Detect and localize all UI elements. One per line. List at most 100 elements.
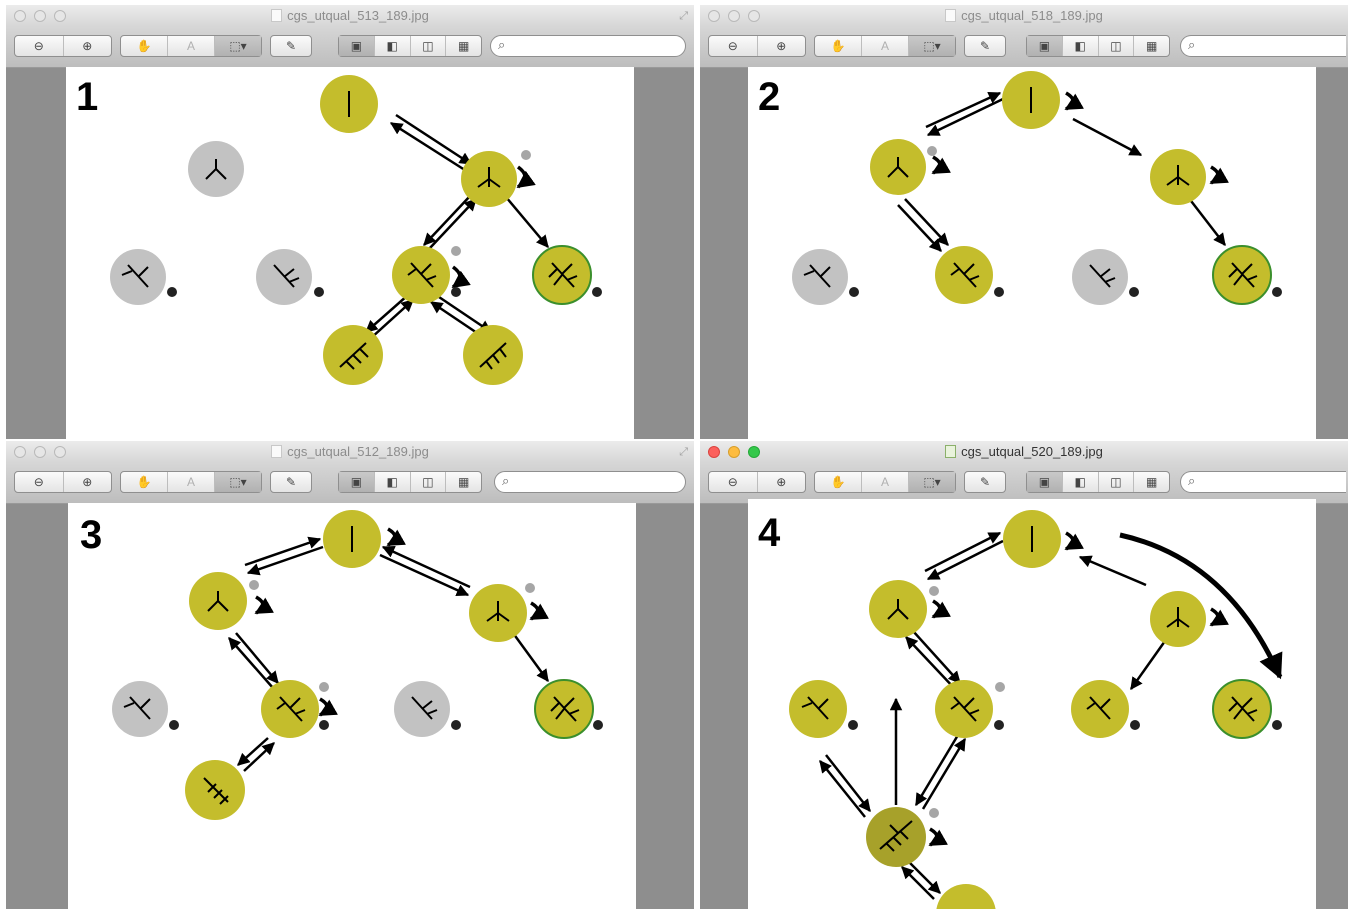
count-badge <box>521 150 531 160</box>
minimize-window-icon[interactable] <box>34 10 46 22</box>
sidebar-button[interactable]: ◧ <box>1063 472 1099 492</box>
two-page-button[interactable]: ◫ <box>1099 472 1135 492</box>
tool-group: ✋ A ⬚▾ <box>120 35 262 57</box>
two-page-button[interactable]: ◫ <box>411 36 447 56</box>
expand-icons[interactable] <box>848 720 1282 730</box>
window-title-bar[interactable]: cgs_utqual_518_189.jpg <box>700 5 1348 27</box>
zoom-out-button[interactable]: ⊖ <box>709 36 758 56</box>
select-tool-button[interactable]: ⬚▾ <box>215 472 261 492</box>
expand-icon <box>849 287 859 297</box>
two-page-icon: ◫ <box>1110 39 1122 53</box>
window-title-bar[interactable]: cgs_utqual_512_189.jpg ⤢ <box>6 441 694 463</box>
zoom-group: ⊖ ⊕ <box>14 471 112 493</box>
jpeg-file-icon <box>945 9 957 22</box>
zoom-out-button[interactable]: ⊖ <box>15 472 64 492</box>
move-tool-button[interactable]: ✋ <box>121 36 168 56</box>
zoom-window-icon[interactable] <box>748 446 760 458</box>
minimize-window-icon[interactable] <box>728 10 740 22</box>
text-tool-button[interactable]: A <box>168 36 215 56</box>
close-window-icon[interactable] <box>708 10 720 22</box>
pencil-icon: ✎ <box>285 39 297 53</box>
toolbar: ⊖ ⊕ ✋ A ⬚▾ ✎ ▣ ◧ ◫ ▦ ⌕ <box>700 27 1348 68</box>
select-tool-button[interactable]: ⬚▾ <box>215 36 261 56</box>
text-select-icon: A <box>880 39 889 53</box>
count-badge <box>995 682 1005 692</box>
zoom-in-button[interactable]: ⊕ <box>64 36 112 56</box>
fullscreen-icon[interactable]: ⤢ <box>679 10 688 22</box>
zoom-window-icon[interactable] <box>54 446 66 458</box>
count-badge <box>929 808 939 818</box>
single-page-button[interactable]: ▣ <box>1027 36 1063 56</box>
expand-icons[interactable] <box>167 287 602 297</box>
view-group: ▣ ◧ ◫ ▦ <box>338 35 482 57</box>
expand-icon <box>1272 720 1282 730</box>
text-tool-button[interactable]: A <box>862 472 909 492</box>
annotate-group: ✎ <box>964 35 1006 57</box>
two-page-button[interactable]: ◫ <box>411 472 447 492</box>
contact-sheet-button[interactable]: ▦ <box>1134 472 1169 492</box>
text-select-icon: A <box>186 39 195 53</box>
zoom-window-icon[interactable] <box>54 10 66 22</box>
search-field[interactable]: ⌕ <box>490 35 686 57</box>
close-window-icon[interactable] <box>708 446 720 458</box>
zoom-window-icon[interactable] <box>748 10 760 22</box>
close-window-icon[interactable] <box>14 446 26 458</box>
zoom-in-button[interactable]: ⊕ <box>758 472 806 492</box>
text-tool-button[interactable]: A <box>862 36 909 56</box>
move-tool-button[interactable]: ✋ <box>121 472 168 492</box>
fullscreen-icon[interactable]: ⤢ <box>679 446 688 458</box>
contact-sheet-button[interactable]: ▦ <box>1134 36 1169 56</box>
zoom-in-icon: ⊕ <box>776 39 787 53</box>
annotate-button[interactable]: ✎ <box>965 36 1005 56</box>
contact-sheet-button[interactable]: ▦ <box>446 472 481 492</box>
search-field[interactable]: ⌕ <box>494 471 686 493</box>
single-page-button[interactable]: ▣ <box>339 472 375 492</box>
select-tool-button[interactable]: ⬚▾ <box>909 36 955 56</box>
expand-icons[interactable] <box>849 287 1282 297</box>
annotate-button[interactable]: ✎ <box>965 472 1005 492</box>
jpeg-file-icon <box>271 445 283 458</box>
graph-nodes <box>110 75 592 385</box>
zoom-in-button[interactable]: ⊕ <box>758 36 806 56</box>
rect-select-icon: ⬚▾ <box>923 475 941 489</box>
sidebar-button[interactable]: ◧ <box>375 472 411 492</box>
text-tool-button[interactable]: A <box>168 472 215 492</box>
close-window-icon[interactable] <box>14 10 26 22</box>
rect-select-icon: ⬚▾ <box>229 475 247 489</box>
window-title-bar[interactable]: cgs_utqual_520_189.jpg <box>700 441 1348 463</box>
move-tool-button[interactable]: ✋ <box>815 472 862 492</box>
annotate-button[interactable]: ✎ <box>271 36 311 56</box>
graph-diagram <box>789 510 1283 909</box>
count-badges <box>249 580 535 692</box>
sidebar-button[interactable]: ◧ <box>1063 36 1099 56</box>
search-field[interactable]: ⌕ <box>1180 471 1346 493</box>
zoom-in-button[interactable]: ⊕ <box>64 472 112 492</box>
single-page-button[interactable]: ▣ <box>1027 472 1063 492</box>
expand-icons[interactable] <box>169 720 603 730</box>
contact-sheet-icon: ▦ <box>1145 39 1158 53</box>
two-page-button[interactable]: ◫ <box>1099 36 1135 56</box>
edge-arrows <box>228 527 550 772</box>
move-tool-button[interactable]: ✋ <box>815 36 862 56</box>
search-field[interactable]: ⌕ <box>1180 35 1346 57</box>
edge-arrows <box>365 113 549 341</box>
single-page-icon: ▣ <box>1038 39 1051 53</box>
annotate-group: ✎ <box>270 471 312 493</box>
annotate-button[interactable]: ✎ <box>271 472 311 492</box>
zoom-group: ⊖ ⊕ <box>708 35 806 57</box>
two-page-icon: ◫ <box>422 475 434 489</box>
single-page-button[interactable]: ▣ <box>339 36 375 56</box>
sidebar-button[interactable]: ◧ <box>375 36 411 56</box>
select-tool-button[interactable]: ⬚▾ <box>909 472 955 492</box>
jpeg-file-icon <box>271 9 283 22</box>
node-glyphs <box>121 91 578 370</box>
zoom-out-button[interactable]: ⊖ <box>15 36 64 56</box>
expand-icon <box>1272 287 1282 297</box>
count-badges <box>451 150 531 256</box>
minimize-window-icon[interactable] <box>728 446 740 458</box>
zoom-out-button[interactable]: ⊖ <box>709 472 758 492</box>
minimize-window-icon[interactable] <box>34 446 46 458</box>
contact-sheet-button[interactable]: ▦ <box>446 36 481 56</box>
window-title-bar[interactable]: cgs_utqual_513_189.jpg ⤢ <box>6 5 694 27</box>
panel-number: 4 <box>758 511 781 555</box>
